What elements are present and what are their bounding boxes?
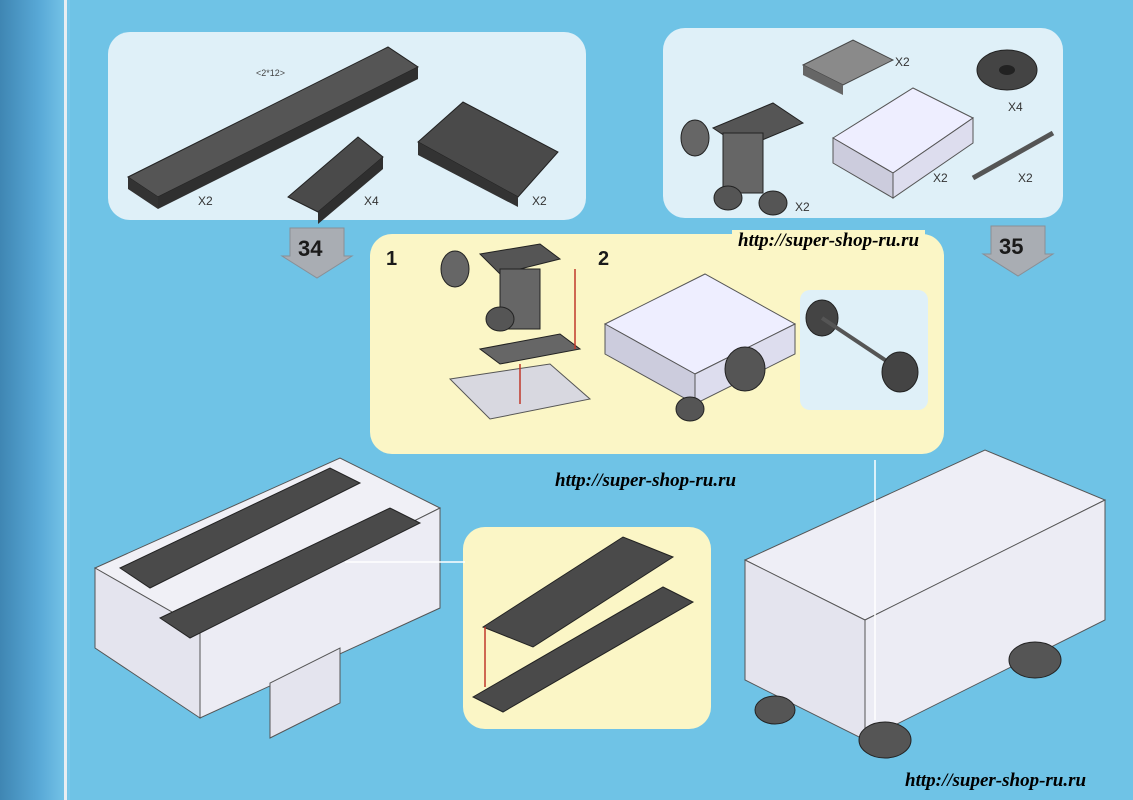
step-arrow-35 [981, 225, 1055, 277]
bogie-quantity: X2 [795, 200, 810, 214]
plate-attachment-inset [463, 527, 711, 729]
train-base-assembled-illustration [603, 273, 797, 422]
watermark-url-top: http://super-shop-ru.ru [732, 230, 926, 252]
wheel-brick [976, 49, 1038, 91]
step-number-34: 34 [298, 236, 323, 261]
substep-1: 1 [386, 248, 398, 270]
watermark-url-middle: http://super-shop-ru.ru [555, 470, 737, 491]
subassembly-panel: 1 2 [370, 234, 944, 454]
wheel-quantity: X4 [1008, 100, 1023, 114]
watermark-url-bottom: http://super-shop-ru.ru [905, 770, 1087, 791]
book-spine [0, 0, 70, 800]
train-base-brick [832, 87, 974, 199]
bogie-assembly-brick [680, 102, 805, 216]
long-plate-quantity: X2 [198, 194, 213, 208]
train-base-quantity: X2 [933, 171, 948, 185]
axle-wheel-inset [800, 290, 928, 410]
parts-panel-right: X2 X4 X2 X2 X2 [663, 28, 1063, 218]
coal-wagon-top-illustration [93, 457, 442, 739]
small-plate-brick [801, 39, 895, 95]
wedge-slope-2x4-brick [417, 101, 559, 207]
step-number-35: 35 [999, 234, 1024, 259]
parts-panel-left: <2*12> X2 X4 X2 [108, 32, 586, 224]
long-plate-2x12-brick [127, 46, 419, 209]
page-edge [64, 0, 67, 800]
step-arrow-34 [280, 227, 354, 279]
axle-brick [971, 130, 1055, 181]
axle-quantity: X2 [1018, 171, 1033, 185]
completed-wagon-illustration [743, 449, 1107, 759]
plate-dimension-label: <2*12> [256, 68, 286, 78]
pointer-arrow-left [345, 561, 465, 563]
wedge-and-plate-illustration [471, 536, 695, 713]
slope-quantity: X4 [364, 194, 379, 208]
wedge-quantity: X2 [532, 194, 547, 208]
axle-with-wheels-illustration [805, 299, 919, 393]
bogie-subassembly-illustration [440, 243, 592, 420]
small-plate-quantity: X2 [895, 55, 910, 69]
substep-2: 2 [598, 248, 610, 270]
slope-brick [287, 136, 384, 224]
